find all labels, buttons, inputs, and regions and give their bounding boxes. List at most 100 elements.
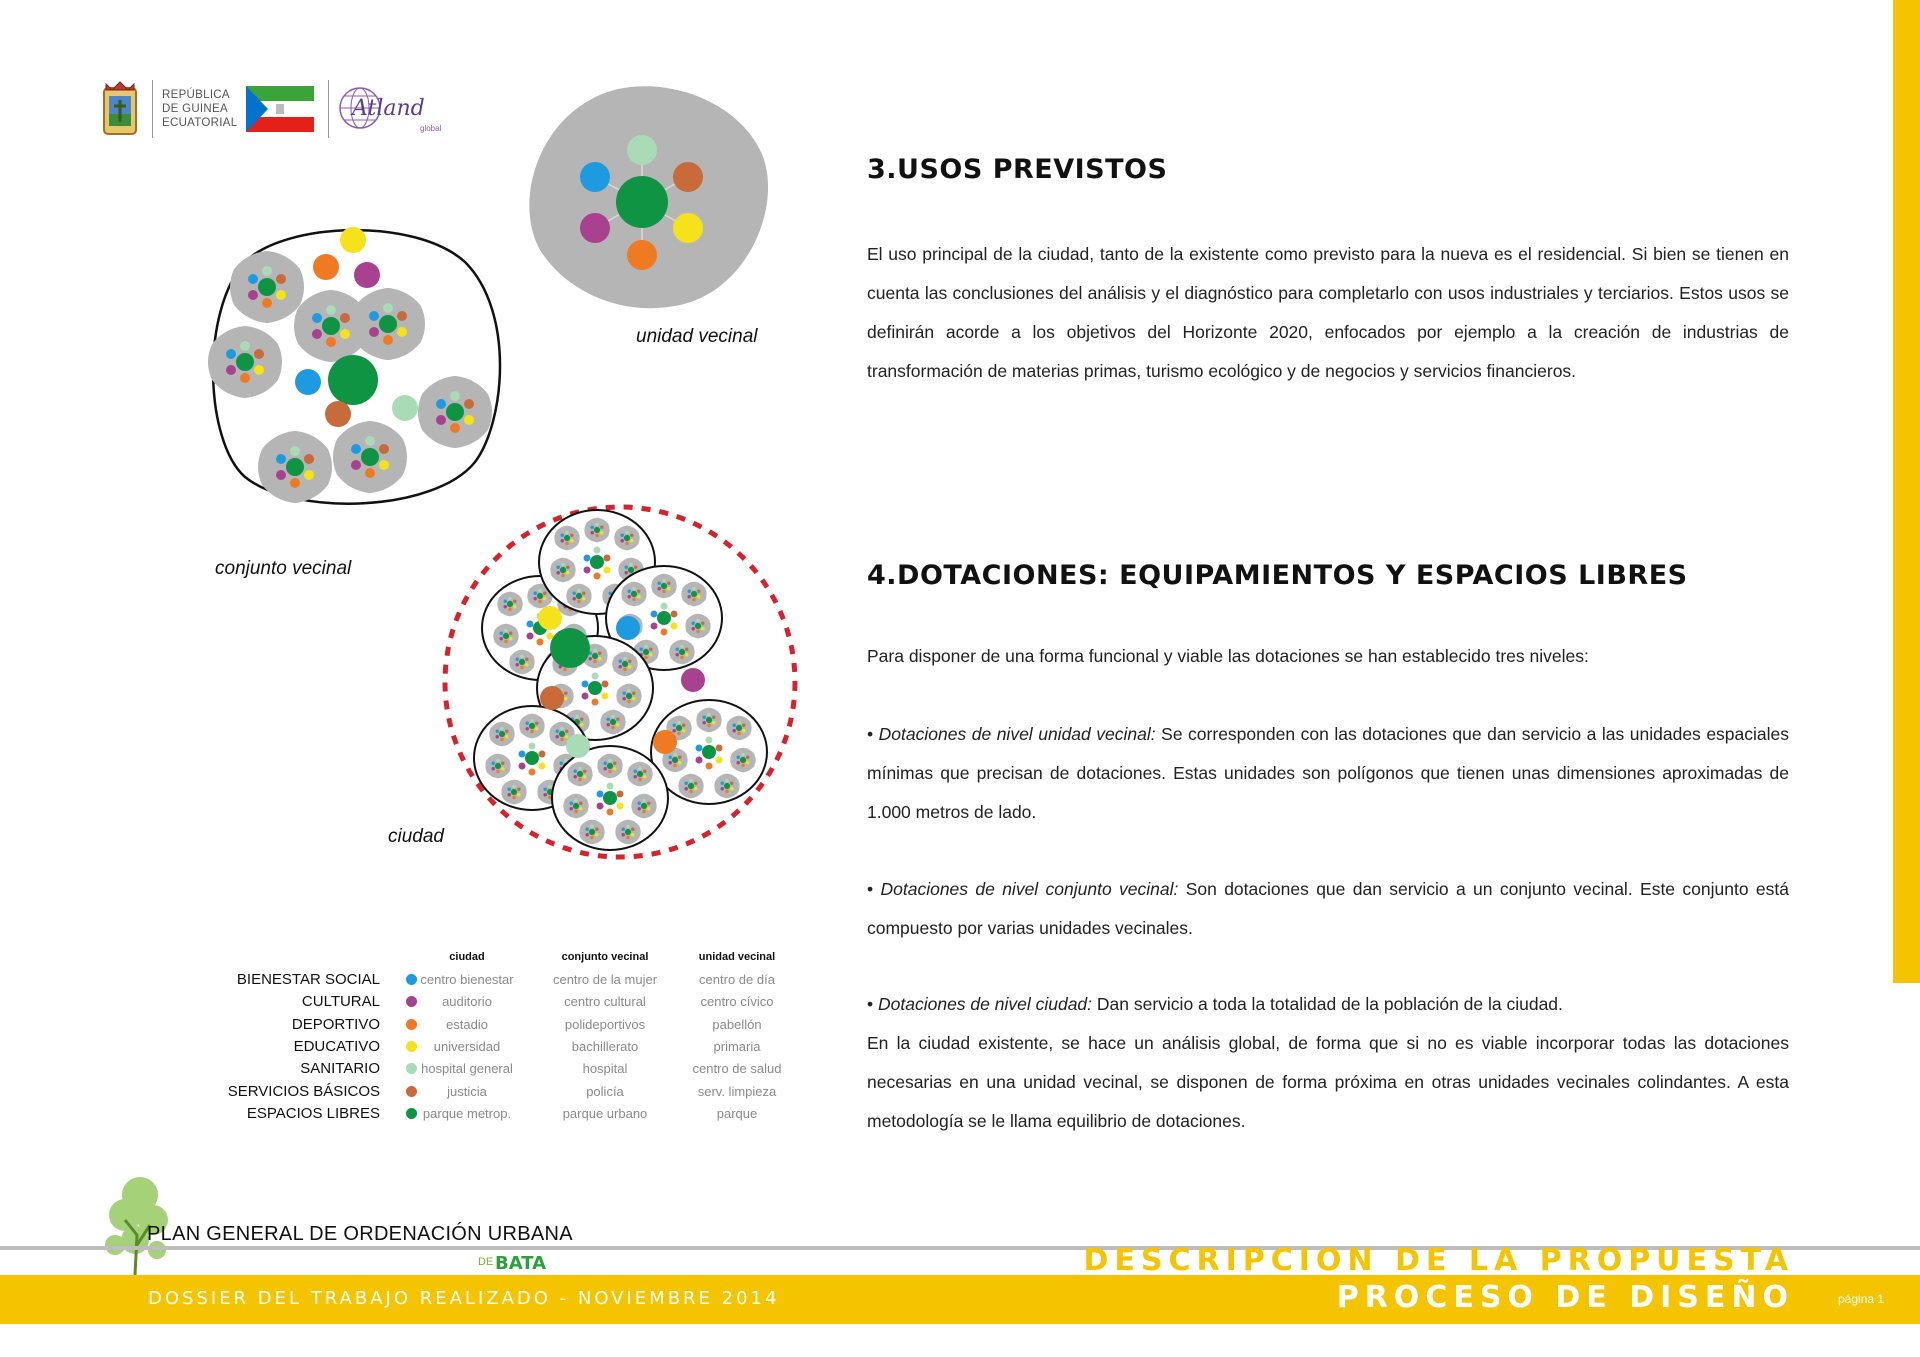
unit-park-dot [675, 724, 683, 732]
unit-park-dot [361, 448, 379, 466]
unit-service-dot [276, 290, 286, 300]
unit-service-dot [593, 659, 597, 664]
conjunto-park-dot [603, 791, 617, 805]
legend-value-ciudad: centro bienestar [420, 972, 514, 987]
unit-service-dot [573, 769, 577, 773]
unit-service-dot [732, 729, 736, 733]
unit-service-dot [548, 784, 552, 789]
atland-brand: Atland [352, 96, 425, 121]
unit-service-dot [560, 539, 564, 543]
conjunto-service-dot [593, 546, 601, 554]
unit-service-dot [638, 766, 642, 771]
unit-park-dot [510, 788, 518, 796]
unit-service-dot [730, 781, 734, 785]
conjunto-service-dot [591, 672, 599, 680]
unit-service-dot [525, 657, 529, 661]
unit-service-dot [632, 586, 636, 591]
unit-service-dot [600, 525, 604, 529]
conjunto-service-dot [538, 750, 546, 758]
unit-park-dot [572, 802, 580, 810]
unit-service-dot [555, 729, 559, 733]
conjunto-service-dot [670, 610, 678, 618]
unit-service-dot [643, 769, 647, 773]
unit-service-dot [508, 607, 512, 612]
unit-service-dot [593, 648, 597, 653]
unit-park-dot [518, 658, 526, 666]
unit-park-dot [624, 828, 632, 836]
unit-service-dot [577, 599, 581, 604]
unit-service-dot [685, 647, 689, 651]
unit-service-dot [505, 735, 509, 739]
unit-service-dot [504, 639, 508, 644]
unit-service-dot [312, 313, 322, 323]
conjunto-service-dot [650, 610, 658, 618]
unit-service-dot [746, 755, 750, 759]
unit-service-dot [503, 605, 507, 609]
unit-service-dot [561, 573, 565, 578]
unit-service-dot [304, 454, 314, 464]
unit-service-dot [583, 769, 587, 773]
unit-service-dot [397, 327, 407, 337]
unit-service-dot [535, 727, 539, 731]
unit-park-dot [690, 590, 698, 598]
unit-service-dot [647, 801, 651, 805]
unit-service-dot [517, 793, 521, 797]
unit-service-dot [520, 654, 524, 659]
unit-service-dot [662, 578, 666, 583]
unit-park-dot [606, 762, 614, 770]
unit-service-dot [590, 824, 594, 829]
unit-park-dot [498, 730, 506, 738]
unit-service-dot [563, 667, 567, 672]
conjunto-service-dot [518, 762, 526, 770]
conjunto-service-dot [616, 802, 624, 810]
unit-service-dot [668, 755, 672, 759]
unit-service-dot [667, 587, 671, 591]
unit-service-dot [254, 365, 264, 375]
unit-service-dot [647, 807, 651, 811]
unit-service-dot [642, 809, 646, 814]
unit-service-dot [397, 311, 407, 321]
unit-service-dot [725, 778, 729, 783]
unit-service-dot [624, 565, 628, 569]
bata-prefix: DE [478, 1256, 494, 1268]
unit-service-dot [495, 729, 499, 733]
unit-park-dot [723, 782, 731, 790]
unit-service-dot [627, 699, 631, 704]
unit-service-dot [628, 665, 632, 669]
unit-service-dot [600, 531, 604, 535]
unit-service-dot [569, 807, 573, 811]
unit-service-dot [649, 653, 653, 657]
conjunto-service-dot [601, 680, 609, 688]
unit-service-dot [595, 522, 599, 527]
unit-service-dot [491, 767, 495, 771]
logo-divider [152, 80, 153, 138]
unit-service-dot [608, 591, 612, 595]
unit-service-dot [517, 787, 521, 791]
unit-service-dot [633, 775, 637, 779]
legend-value-conjunto: polideportivos [564, 1016, 646, 1032]
unit-service-dot [505, 729, 509, 733]
conjunto-park-dot [657, 611, 671, 625]
section-4-closing: En la ciudad existente, se hace un análi… [867, 1033, 1789, 1131]
unit-service-dot [555, 735, 559, 739]
unit-service-dot [642, 798, 646, 803]
unit-service-dot [675, 653, 679, 657]
dotacion-text-conjunto: Son dotaciones que dan servicio a un con… [867, 879, 1789, 938]
unit-service-dot [623, 656, 627, 661]
conjunto-service-dot [583, 554, 591, 562]
legend-category: EDUCATIVO [293, 1037, 380, 1055]
unit-service-dot [450, 423, 460, 433]
unit-service-dot [276, 274, 286, 284]
unit-park-dot [286, 458, 304, 476]
legend-table: ciudad conjunto vecinal unidad vecinal B… [170, 945, 800, 1125]
unit-service-dot [725, 789, 729, 794]
unit-service-dot [582, 591, 586, 595]
unit-service-dot [730, 787, 734, 791]
unit-service-dot [573, 775, 577, 779]
unit-service-dot [512, 795, 516, 800]
unit-service-dot [513, 599, 517, 603]
conjunto-service-dot [583, 566, 591, 574]
conjunto-park-dot [590, 555, 604, 569]
legend-color-dot [406, 1107, 417, 1119]
unit-service-dot [538, 588, 542, 593]
